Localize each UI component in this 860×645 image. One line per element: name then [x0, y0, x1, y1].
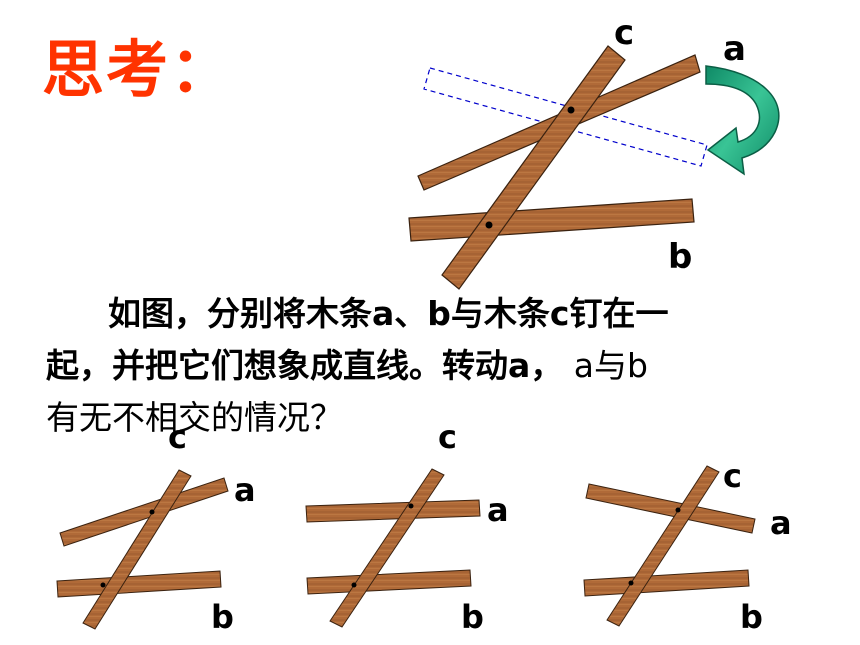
question-line-2: 起，并把它们想象成直线。转动a， a与b — [46, 340, 846, 392]
small2-stick-a — [305, 499, 481, 523]
small1-stick-b — [56, 570, 222, 598]
stick-b — [408, 198, 695, 242]
small3-stick-a — [585, 483, 756, 534]
small2-label-a: a — [487, 491, 509, 529]
small3-stick-c — [606, 465, 720, 627]
small3-label-b: b — [740, 598, 763, 636]
small1-stick-c — [82, 469, 192, 630]
small1-label-a: a — [234, 471, 256, 509]
small1-nail-bc — [100, 582, 106, 588]
small3-nail-ac — [675, 507, 681, 513]
small1-label-b: b — [211, 598, 234, 636]
question-paragraph: 如图，分别将木条a、b与木条c钉在一 起，并把它们想象成直线。转动a， a与b … — [46, 288, 846, 444]
small2-nail-ac — [408, 503, 414, 509]
question-line-2-normal: a与b — [563, 346, 648, 385]
small3-stick-b — [583, 569, 750, 597]
small1-label-c: c — [168, 418, 187, 456]
label-c-main: c — [614, 13, 634, 53]
label-a-main: a — [723, 29, 746, 69]
nail-ac — [567, 106, 575, 114]
question-line-1: 如图，分别将木条a、b与木条c钉在一 — [108, 294, 669, 333]
small1-nail-ac — [149, 509, 155, 515]
small2-stick-c — [329, 468, 445, 628]
page-title: 思考： — [42, 33, 235, 106]
small2-label-b: b — [461, 598, 484, 636]
rotate-arrow-icon — [705, 65, 780, 176]
label-b-main: b — [668, 237, 692, 277]
small2-stick-b — [306, 569, 472, 595]
question-line-2-bold: 起，并把它们想象成直线。转动a， — [46, 346, 564, 385]
small3-label-a: a — [770, 504, 792, 542]
question-line-3: 有无不相交的情况？ — [46, 398, 343, 437]
small3-nail-bc — [628, 580, 634, 586]
small2-nail-bc — [351, 582, 357, 588]
small2-label-c: c — [438, 418, 457, 456]
nail-bc — [485, 221, 493, 229]
small3-label-c: c — [723, 457, 742, 495]
stick-a-rotated-outline — [423, 67, 708, 167]
